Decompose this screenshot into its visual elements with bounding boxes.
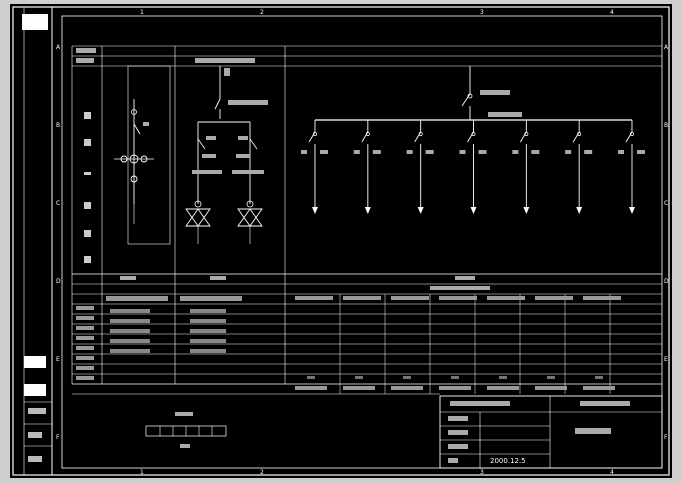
strip-block-2 <box>24 384 46 396</box>
row-marker-right: D <box>664 278 669 285</box>
bottom-legend <box>145 412 227 448</box>
row-marker-right: C <box>664 200 668 207</box>
main-switch-label <box>480 90 510 95</box>
column-marker-bottom: 2 <box>260 469 264 476</box>
column-marker-top: 4 <box>610 9 614 16</box>
row-marker-right: E <box>664 356 668 363</box>
left-strip <box>22 7 53 475</box>
strip-block-1 <box>24 356 46 368</box>
row-marker-left: F <box>56 434 60 441</box>
row-marker-right: A <box>664 44 669 51</box>
inner-frame <box>61 15 663 469</box>
row-marker-left: E <box>56 356 60 363</box>
row-marker-right: B <box>664 122 668 129</box>
feeder-circuit <box>301 120 328 214</box>
row-marker-left: C <box>56 200 60 207</box>
strip-text-block-2 <box>28 432 42 438</box>
row-marker-right: F <box>664 434 668 441</box>
outgoing-feeders <box>301 66 645 214</box>
column-marker-bottom: 3 <box>480 469 484 476</box>
row-marker-left: A <box>56 44 61 51</box>
main-switch-sub <box>488 112 522 117</box>
row-marker-left: D <box>56 278 61 285</box>
column-marker-top: 3 <box>480 9 484 16</box>
title-block: 2000.12.5 <box>439 395 663 469</box>
feeder-circuit <box>512 120 540 214</box>
strip-text-block-1 <box>28 408 46 414</box>
title-date: 2000.12.5 <box>490 457 526 465</box>
column-marker-bottom: 1 <box>140 469 144 476</box>
feeder-circuit <box>565 120 593 214</box>
top-header-table <box>71 45 662 384</box>
left-vertical-labels <box>84 112 91 263</box>
feeder-circuit <box>406 120 434 214</box>
row-marker-left: B <box>56 122 60 129</box>
strip-text-block-3 <box>28 456 42 462</box>
column-marker-top: 2 <box>260 9 264 16</box>
column-marker-top: 1 <box>140 9 144 16</box>
outer-border <box>12 6 670 476</box>
feeder-circuit <box>618 120 645 214</box>
feeder-circuit <box>459 120 487 214</box>
lower-data-table <box>72 273 662 395</box>
incoming-panel-1 <box>114 65 171 245</box>
strip-logo-block <box>22 14 48 30</box>
transformer-panel <box>185 66 268 244</box>
feeder-circuit <box>353 120 381 214</box>
column-marker-bottom: 4 <box>610 469 614 476</box>
